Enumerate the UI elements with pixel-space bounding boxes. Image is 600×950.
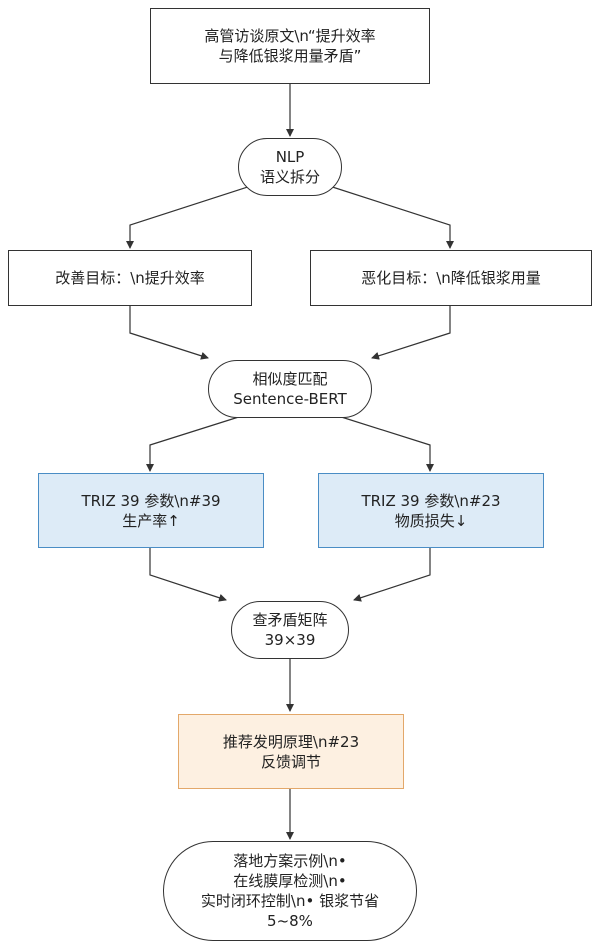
- matrix-line-1: 查矛盾矩阵: [252, 611, 328, 629]
- nlp-node: NLP 语义拆分: [238, 138, 342, 196]
- arrow-improve-to-similarity: [129, 306, 209, 360]
- triz-param-23-line-2: 物质损失↓: [394, 511, 468, 530]
- solution-line-4: 5~8%: [267, 912, 313, 930]
- principle-node: 推荐发明原理\n#23 反馈调节: [178, 714, 404, 789]
- arrow-similarity-to-param23: [334, 414, 434, 472]
- solution-line-1: 落地方案示例\n•: [233, 852, 347, 870]
- worsen-target-node: 恶化目标：\n降低银浆用量: [310, 250, 592, 306]
- matrix-line-2: 39×39: [264, 631, 316, 649]
- arrow-param23-to-matrix: [353, 548, 431, 602]
- solution-line-2: 在线膜厚检测\n•: [233, 872, 347, 890]
- nlp-line-1: NLP: [275, 148, 305, 166]
- arrow-param39-to-matrix: [149, 548, 227, 602]
- similarity-line-2: Sentence-BERT: [233, 390, 347, 408]
- triz-param-39-line-1: TRIZ 39 参数\n#39: [81, 491, 221, 510]
- contradiction-matrix-node: 查矛盾矩阵 39×39: [231, 601, 349, 659]
- arrow-nlp-to-improve: [126, 182, 261, 249]
- principle-line-2: 反馈调节: [260, 752, 321, 771]
- triz-param-23-node: TRIZ 39 参数\n#23 物质损失↓: [318, 473, 544, 548]
- principle-line-1: 推荐发明原理\n#23: [222, 732, 360, 751]
- triz-param-39-line-2: 生产率↑: [122, 511, 180, 530]
- similarity-line-1: 相似度匹配: [252, 370, 328, 388]
- improve-target-node: 改善目标：\n提升效率: [8, 250, 252, 306]
- triz-param-39-node: TRIZ 39 参数\n#39 生产率↑: [38, 473, 264, 548]
- interview-node: 高管访谈原文\n“提升效率 与降低银浆用量矛盾”: [150, 8, 430, 84]
- worsen-target-label: 恶化目标：\n降低银浆用量: [361, 269, 541, 287]
- nlp-line-2: 语义拆分: [259, 168, 320, 186]
- arrow-worsen-to-similarity: [371, 306, 451, 360]
- interview-line-2: 与降低银浆用量矛盾”: [218, 47, 362, 65]
- arrow-nlp-to-worsen: [319, 182, 454, 249]
- arrow-similarity-to-param39: [146, 414, 246, 472]
- interview-line-1: 高管访谈原文\n“提升效率: [204, 27, 376, 45]
- triz-param-23-line-1: TRIZ 39 参数\n#23: [361, 491, 501, 510]
- solution-line-3: 实时闭环控制\n• 银浆节省: [200, 892, 380, 910]
- solution-node: 落地方案示例\n• 在线膜厚检测\n• 实时闭环控制\n• 银浆节省 5~8%: [163, 841, 417, 941]
- similarity-node: 相似度匹配 Sentence-BERT: [208, 360, 372, 418]
- improve-target-label: 改善目标：\n提升效率: [55, 269, 205, 287]
